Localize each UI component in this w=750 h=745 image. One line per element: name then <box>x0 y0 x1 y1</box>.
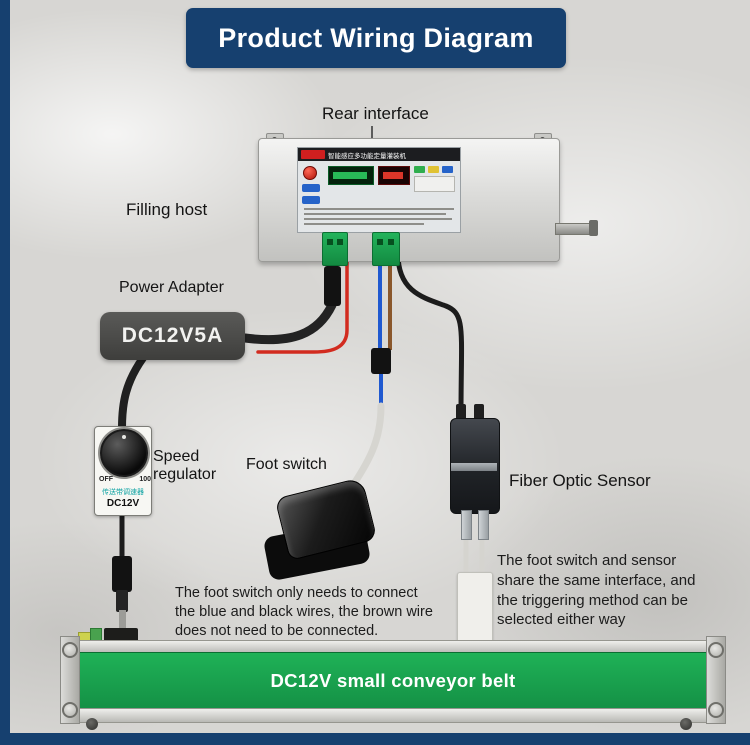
label-rear-interface: Rear interface <box>322 104 429 123</box>
regulator-dc-label: DC12V <box>106 498 140 509</box>
regulator-off-label: OFF <box>99 476 113 483</box>
conveyor-label: DC12V small conveyor belt <box>270 670 516 691</box>
sensor-prong-right <box>478 510 489 540</box>
blue-key <box>442 166 453 173</box>
terminal-slot <box>327 239 333 245</box>
host-power-plug <box>324 266 341 306</box>
filling-host-device: 智能感应多功能定量灌装机 <box>258 138 598 262</box>
spec-line <box>304 213 446 215</box>
fiber-optic-sensor-body <box>450 418 500 514</box>
spec-line <box>304 223 424 225</box>
terminal-block-signal <box>372 232 400 266</box>
adapter-label: DC12V5A <box>121 324 224 347</box>
foot-switch-cable <box>346 402 385 494</box>
terminal-slot <box>337 239 343 245</box>
sensor-band <box>451 463 497 471</box>
green-display <box>328 166 374 185</box>
green-key <box>414 166 425 173</box>
label-fiber-optic-sensor: Fiber Optic Sensor <box>509 471 651 490</box>
adapter-cable-wire <box>240 300 337 345</box>
conveyor-belt: DC12V small conveyor belt <box>74 652 712 710</box>
foot-switch-note: The foot switch only needs to connect th… <box>175 585 433 640</box>
dc-plug-tip <box>119 610 126 628</box>
control-panel: 智能感应多功能定量灌装机 <box>297 147 461 233</box>
dc-plug-barrel <box>112 556 132 592</box>
bottom-edge-bar <box>0 733 750 745</box>
yellow-key <box>428 166 439 173</box>
roller-right-top <box>708 642 724 658</box>
label-power-adapter: Power Adapter <box>119 279 224 296</box>
knob-marker <box>122 435 126 439</box>
blue-button-1 <box>302 184 320 192</box>
regulator-cn-label: 传送带调速器 <box>102 489 144 496</box>
roller-left-top <box>62 642 78 658</box>
sensor-feed-wire <box>395 251 465 417</box>
label-speed-regulator: Speed regulator <box>153 448 217 484</box>
speed-regulator-device: OFF 100 传送带调速器 DC12V <box>94 426 152 516</box>
wheel-right <box>680 718 692 730</box>
panel-header: 智能感应多功能定量灌装机 <box>298 148 460 161</box>
roller-left-bottom <box>62 702 78 718</box>
label-box <box>414 176 455 192</box>
regulator-scale: OFF 100 <box>97 476 153 483</box>
sensor-note: The foot switch and sensor share the sam… <box>497 552 696 629</box>
left-edge-bar <box>0 0 10 745</box>
page-title: Product Wiring Diagram <box>218 22 534 53</box>
terminal-slot <box>388 239 394 245</box>
roller-right-bottom <box>708 702 724 718</box>
red-digits <box>383 172 403 179</box>
conveyor-end-plate-right <box>706 636 726 724</box>
wheel-left <box>86 718 98 730</box>
label-filling-host: Filling host <box>126 200 208 219</box>
dc-plug-neck <box>116 590 128 612</box>
conveyor-end-plate-left <box>60 636 80 724</box>
power-adapter-block: DC12V5A <box>100 312 245 360</box>
sensor-prong-left <box>461 510 472 540</box>
panel-title: 智能感应多功能定量灌装机 <box>328 152 406 160</box>
spec-line <box>304 208 454 210</box>
red-display <box>378 166 410 185</box>
foot-switch-connector <box>371 348 391 374</box>
regulator-feed-cable <box>118 354 147 432</box>
title-banner: Product Wiring Diagram <box>186 8 566 68</box>
spec-line <box>304 218 452 220</box>
right-shaft <box>555 223 593 235</box>
terminal-block-power <box>322 232 348 266</box>
terminal-slot <box>377 239 383 245</box>
label-foot-switch: Foot switch <box>246 456 327 473</box>
shaft-tip <box>589 220 598 236</box>
regulator-knob <box>100 429 148 477</box>
sensor-cable-gland-right <box>474 404 484 422</box>
brand-badge <box>301 150 325 159</box>
green-digits <box>333 172 367 179</box>
red-button <box>303 166 317 180</box>
blue-button-2 <box>302 196 320 204</box>
sensor-white-connector <box>457 572 493 652</box>
conveyor-bottom-rail <box>60 708 726 723</box>
regulator-max-label: 100 <box>139 476 151 483</box>
